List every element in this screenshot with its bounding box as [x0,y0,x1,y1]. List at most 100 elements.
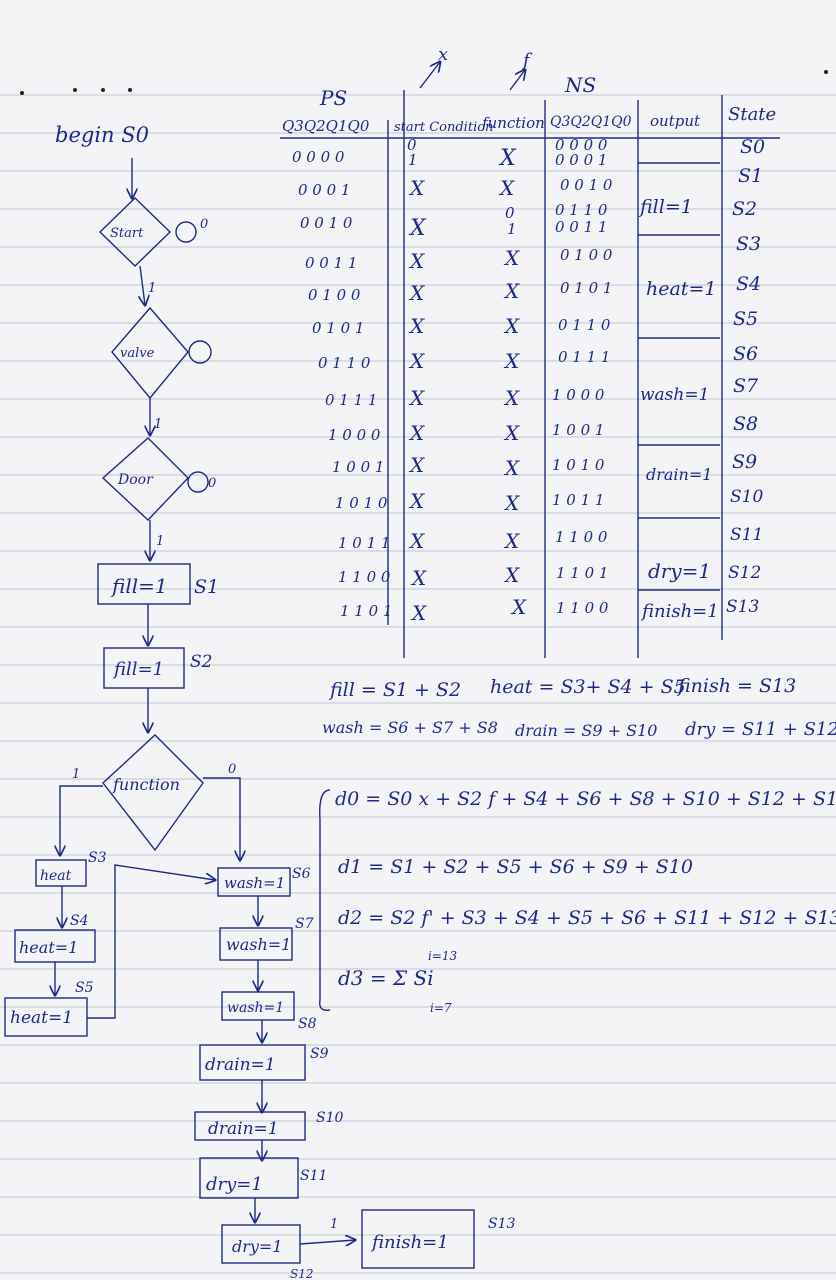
svg-text:function: function [112,775,180,794]
svg-text:X: X [503,314,520,338]
svg-text:finish=1: finish=1 [370,1232,449,1253]
svg-text:0 1 0 1: 0 1 0 1 [560,279,612,297]
svg-text:S11: S11 [300,1168,327,1184]
svg-text:dry = S11 + S12: dry = S11 + S12 [685,719,836,740]
svg-text:S8: S8 [298,1016,317,1032]
svg-text:X: X [408,386,425,410]
svg-text:X: X [498,176,515,200]
svg-text:X: X [408,529,425,553]
svg-text:1 1 0 0: 1 1 0 0 [555,528,608,546]
svg-text:0 1 1 1: 0 1 1 1 [325,391,377,409]
svg-text:heat=1: heat=1 [10,1008,73,1028]
svg-text:fill=1: fill=1 [110,574,168,598]
svg-text:S9: S9 [310,1046,329,1062]
svg-text:S3: S3 [736,233,761,255]
svg-text:S4: S4 [736,273,761,295]
svg-text:S7: S7 [295,916,314,932]
svg-text:0: 0 [505,204,515,222]
col-condition: start Condition [394,120,493,135]
svg-text:S12: S12 [728,563,761,583]
svg-text:X: X [408,249,425,273]
svg-text:1: 1 [154,417,162,432]
svg-text:X: X [408,489,425,513]
svg-text:0 1 1 1: 0 1 1 1 [558,348,610,366]
svg-text:1: 1 [507,220,517,238]
svg-text:S13: S13 [488,1216,515,1232]
binder-dots [20,70,828,95]
svg-text:fill=1: fill=1 [112,659,164,680]
svg-text:S2: S2 [732,198,757,220]
svg-text:Start: Start [110,226,144,241]
svg-text:1 0 1 0: 1 0 1 0 [552,456,605,474]
svg-text:S7: S7 [733,375,759,397]
svg-text:X: X [410,566,427,590]
svg-text:S1: S1 [194,576,219,598]
svg-text:S3: S3 [88,850,107,866]
ps-header: PS [319,86,347,110]
svg-text:heat=1: heat=1 [646,278,716,300]
svg-text:X: X [408,314,425,338]
svg-text:d3 = Σ Si: d3 = Σ Si [338,966,434,990]
f-mark: f [521,50,533,71]
svg-text:X: X [498,146,517,171]
svg-text:1 0 1 1: 1 0 1 1 [338,534,390,552]
svg-text:1 1 0 0: 1 1 0 0 [556,599,609,617]
svg-text:dry=1: dry=1 [206,1174,263,1195]
svg-text:0: 0 [228,762,236,777]
svg-text:0 0 0 0: 0 0 0 0 [292,148,345,166]
output-equations: fill = S1 + S2 heat = S3+ S4 + S5 finish… [322,675,836,1015]
svg-text:heat: heat [40,868,72,884]
begin-label: begin S0 [55,123,149,147]
svg-text:X: X [503,529,520,553]
svg-text:d0 = S0 x + S2 f + S4 + S6 + S: d0 = S0 x + S2 f + S4 + S6 + S8 + S10 + … [335,788,836,810]
svg-text:0 1 1 0: 0 1 1 0 [555,201,608,219]
svg-text:0 1 0 0: 0 1 0 0 [308,286,361,304]
flowchart: Start 0 valve Door 0 1 1 1 fill=1 S1 fil… [10,217,515,1280]
svg-text:dry=1: dry=1 [232,1237,283,1256]
svg-text:1: 1 [72,767,80,782]
svg-text:1 0 1 0: 1 0 1 0 [335,494,388,512]
svg-text:drain=1: drain=1 [205,1055,276,1075]
svg-text:0 0 1 1: 0 0 1 1 [305,254,357,272]
svg-text:finish=1: finish=1 [640,601,719,622]
col-function: function [481,114,545,132]
svg-text:S2: S2 [190,652,212,672]
svg-text:S10: S10 [730,487,763,507]
svg-text:S1: S1 [738,165,763,187]
svg-text:valve: valve [120,346,155,361]
svg-text:1 0 0 1: 1 0 0 1 [332,458,384,476]
svg-text:1 1 0 0: 1 1 0 0 [338,568,391,586]
state-table: 0 0 0 0 0 X 0 0 0 0 S0 1 0 0 0 1 0 0 0 1… [292,136,765,625]
svg-text:0 0 0 1: 0 0 0 1 [298,181,350,199]
svg-text:X: X [503,421,520,445]
svg-text:1 1 0 1: 1 1 0 1 [556,564,608,582]
col-state: State [728,104,776,125]
svg-text:wash=1: wash=1 [227,1000,284,1016]
svg-text:S5: S5 [733,308,758,330]
svg-text:drain=1: drain=1 [208,1119,279,1139]
svg-text:X: X [408,281,425,305]
svg-text:X: X [408,453,425,477]
svg-text:1: 1 [148,281,156,296]
svg-text:S4: S4 [70,913,89,929]
svg-text:0: 0 [200,217,208,232]
svg-text:0 0 1 0: 0 0 1 0 [300,214,353,232]
svg-text:X: X [503,386,520,410]
svg-text:S5: S5 [75,980,94,996]
svg-text:drain = S9 + S10: drain = S9 + S10 [515,721,657,740]
svg-text:S9: S9 [732,451,757,473]
svg-text:1 0 0 1: 1 0 0 1 [552,421,604,439]
svg-text:1: 1 [156,534,164,549]
svg-text:X: X [503,456,520,480]
svg-text:d1 = S1 + S2 + S5 + S6 + S9 +: d1 = S1 + S2 + S5 + S6 + S9 + S10 [338,856,693,878]
svg-text:S0: S0 [740,136,765,158]
svg-text:X: X [410,601,427,625]
svg-text:1 1 0 1: 1 1 0 1 [340,602,392,620]
svg-text:X: X [408,349,425,373]
svg-text:drain=1: drain=1 [646,465,712,484]
svg-text:d2 = S2 f' + S3 + S4 + S5 + S6: d2 = S2 f' + S3 + S4 + S5 + S6 + S11 + S… [338,907,836,929]
svg-text:S10: S10 [316,1110,343,1126]
svg-text:heat=1: heat=1 [19,938,78,957]
